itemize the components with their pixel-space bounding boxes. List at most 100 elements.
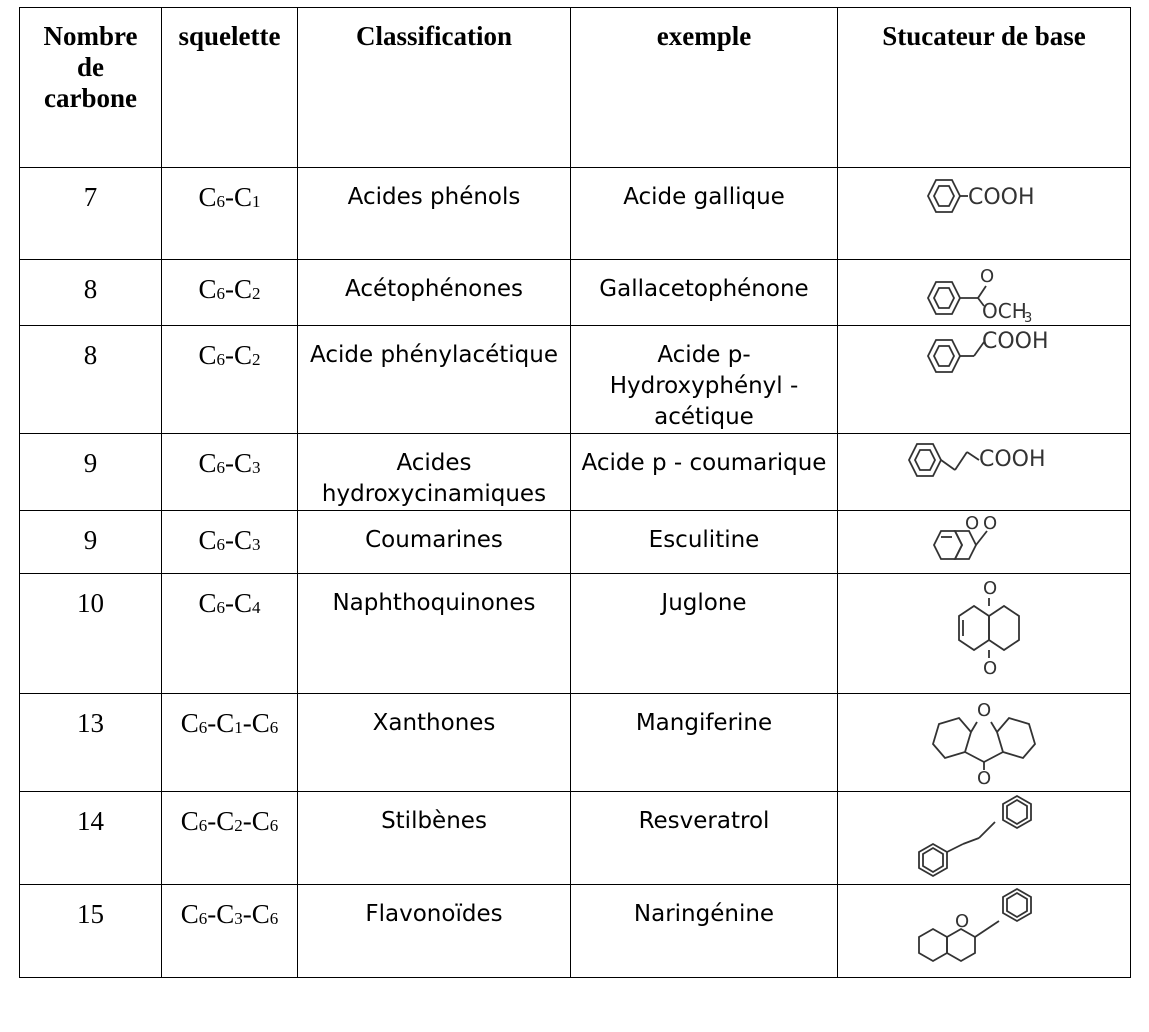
skeleton-subscript: 6 bbox=[216, 284, 226, 303]
example-cell: Mangiferine bbox=[570, 693, 838, 792]
skeleton-subscript: 2 bbox=[252, 284, 261, 303]
classification-cell: Xanthones bbox=[297, 693, 571, 792]
skeleton-subscript: 6 bbox=[198, 816, 208, 835]
classification-cell: Acétophénones bbox=[297, 259, 571, 326]
skeleton-subscript: 2 bbox=[252, 350, 261, 369]
skeleton-subscript: 3 bbox=[234, 909, 243, 928]
skeleton-subscript: 3 bbox=[252, 458, 261, 477]
skeleton-subscript: 4 bbox=[252, 598, 261, 617]
skeleton-subscript: 6 bbox=[216, 458, 226, 477]
structure-cell: COOH bbox=[837, 433, 1131, 511]
skeleton-subscript: 6 bbox=[198, 909, 208, 928]
structure-cell: COOH bbox=[837, 167, 1131, 260]
skeleton-cell: C6-C3 bbox=[161, 510, 298, 574]
svg-text:O: O bbox=[977, 768, 991, 786]
skeleton-subscript: 6 bbox=[269, 909, 279, 928]
carbon-count-cell: 14 bbox=[19, 791, 162, 885]
svg-text:O: O bbox=[983, 658, 997, 679]
structure-label: O bbox=[965, 513, 979, 534]
skeleton-subscript: 6 bbox=[269, 816, 279, 835]
svg-text:O: O bbox=[980, 266, 994, 287]
cinnamic-acid-structure-icon: COOH bbox=[907, 443, 1046, 477]
stilbene-structure-icon bbox=[918, 794, 1032, 878]
carbon-count-cell: 10 bbox=[19, 573, 162, 694]
xanthone-structure-icon: OO bbox=[931, 700, 1037, 786]
skeleton-cell: C6-C3 bbox=[161, 433, 298, 511]
structure-label: OCH bbox=[982, 299, 1027, 323]
example-cell: Naringénine bbox=[570, 884, 838, 978]
skeleton-subscript: 1 bbox=[234, 718, 243, 737]
svg-text:O: O bbox=[983, 513, 997, 534]
phenolic-compounds-table: Nombre de carbone squelette Classificati… bbox=[19, 7, 1131, 978]
header-skeleton: squelette bbox=[161, 7, 298, 168]
structure-label: COOH bbox=[979, 447, 1046, 472]
example-cell: Juglone bbox=[570, 573, 838, 694]
skeleton-subscript: 6 bbox=[198, 718, 208, 737]
structure-cell bbox=[837, 791, 1131, 885]
skeleton-cell: C6-C4 bbox=[161, 573, 298, 694]
carbon-count-cell: 8 bbox=[19, 325, 162, 434]
example-cell: Gallacetophénone bbox=[570, 259, 838, 326]
header-example: exemple bbox=[570, 7, 838, 168]
classification-cell: Acides phénols bbox=[297, 167, 571, 260]
carbon-count-cell: 9 bbox=[19, 433, 162, 511]
classification-cell: Flavonoïdes bbox=[297, 884, 571, 978]
header-classification: Classification bbox=[297, 7, 571, 168]
skeleton-subscript: 6 bbox=[216, 535, 226, 554]
structure-label: O bbox=[977, 700, 991, 721]
header-base-structure: Stucateur de base bbox=[837, 7, 1131, 168]
example-cell: Acide gallique bbox=[570, 167, 838, 260]
structure-label: O bbox=[955, 911, 969, 932]
classification-cell: Naphthoquinones bbox=[297, 573, 571, 694]
skeleton-subscript: 6 bbox=[216, 192, 226, 211]
classification-cell: Coumarines bbox=[297, 510, 571, 574]
structure-label: O bbox=[983, 578, 997, 599]
example-cell: Acide p-Hydroxyphényl - acétique bbox=[570, 325, 838, 434]
carbon-count-cell: 15 bbox=[19, 884, 162, 978]
classification-cell: Acides hydroxycinamiques bbox=[297, 433, 571, 511]
skeleton-subscript: 6 bbox=[216, 350, 226, 369]
skeleton-subscript: 6 bbox=[269, 718, 279, 737]
skeleton-subscript: 2 bbox=[234, 816, 243, 835]
header-carbon-count: Nombre de carbone bbox=[19, 7, 162, 168]
classification-cell: Acide phénylacétique bbox=[297, 325, 571, 434]
skeleton-subscript: 3 bbox=[252, 535, 261, 554]
benzoic-acid-structure-icon: COOH bbox=[926, 179, 1035, 213]
skeleton-cell: C6-C2-C6 bbox=[161, 791, 298, 885]
carbon-count-cell: 13 bbox=[19, 693, 162, 792]
flavanone-structure-icon: O bbox=[918, 887, 1032, 963]
example-cell: Esculitine bbox=[570, 510, 838, 574]
example-cell: Resveratrol bbox=[570, 791, 838, 885]
structure-label: COOH bbox=[982, 329, 1049, 354]
example-cell: Acide p - coumarique bbox=[570, 433, 838, 511]
skeleton-cell: C6-C3-C6 bbox=[161, 884, 298, 978]
structure-cell: O bbox=[837, 884, 1131, 978]
skeleton-cell: C6-C1 bbox=[161, 167, 298, 260]
skeleton-subscript: 6 bbox=[216, 598, 226, 617]
carbon-count-cell: 7 bbox=[19, 167, 162, 260]
classification-cell: Stilbènes bbox=[297, 791, 571, 885]
skeleton-cell: C6-C1-C6 bbox=[161, 693, 298, 792]
naphthoquinone-structure-icon: OO bbox=[958, 578, 1020, 679]
phenylacetic-acid-structure-icon: COOH bbox=[926, 329, 1049, 373]
skeleton-subscript: 1 bbox=[252, 192, 261, 211]
carbon-count-cell: 8 bbox=[19, 259, 162, 326]
table-header-row: Nombre de carbone squelette Classificati… bbox=[19, 7, 1131, 168]
structure-label: COOH bbox=[968, 185, 1035, 210]
carbon-count-cell: 9 bbox=[19, 510, 162, 574]
skeleton-cell: C6-C2 bbox=[161, 259, 298, 326]
skeleton-cell: C6-C2 bbox=[161, 325, 298, 434]
svg-text:3: 3 bbox=[1024, 311, 1032, 324]
